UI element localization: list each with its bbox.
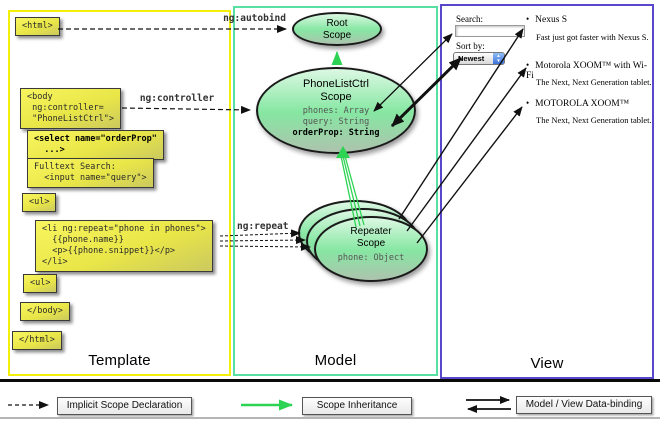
legend-implicit-scope-declaration: Implicit Scope Declaration	[57, 397, 192, 415]
phonelistctrl-scope-title: PhoneListCtrl Scope	[302, 78, 370, 103]
legend-separator-line	[0, 379, 660, 382]
ng-repeat-label: ng:repeat	[237, 221, 289, 232]
bullet-icon: •	[526, 60, 530, 70]
phone-name: Nexus S	[535, 15, 568, 25]
view-panel-label: View	[530, 355, 564, 372]
legend-scope-inheritance: Scope Inheritance	[302, 397, 412, 415]
code-box-ul-open: <ul>	[22, 193, 57, 213]
template-panel-label: Template	[88, 352, 151, 369]
phonelistctrl-scope-props: phones: Array query: String	[302, 105, 370, 127]
phone-name: MOTOROLA XOOM™	[535, 99, 630, 109]
phone-desc: The Next, Next Generation tablet.	[536, 77, 652, 87]
model-panel-label: Model	[314, 352, 357, 369]
code-box-select: <select name="orderProp" ...>	[27, 130, 164, 161]
sort-dropdown[interactable]: Newest ▲▼	[453, 52, 505, 65]
phonelistctrl-scope-orderprop: orderProp: String	[292, 127, 380, 138]
root-scope-ellipse: Root Scope	[292, 12, 382, 46]
sort-dropdown-value: Newest	[458, 54, 485, 63]
root-scope-title: Root Scope	[322, 18, 352, 41]
code-box-li-repeat: <li ng:repeat="phone in phones"> {{phone…	[35, 220, 213, 273]
phone-desc: Fast just got faster with Nexus S.	[536, 32, 649, 42]
code-box-fulltext-search: Fulltext Search: <input name="query">	[27, 158, 154, 189]
bullet-icon: •	[526, 14, 530, 24]
code-box-html-close: </html>	[12, 331, 62, 351]
repeater-scope-title: Repeater Scope	[350, 226, 392, 249]
ng-autobind-label: ng:autobind	[223, 13, 286, 24]
ng-controller-label: ng:controller	[139, 93, 215, 104]
legend-model-view-data-binding: Model / View Data-binding	[516, 396, 652, 414]
code-box-ul-close: <ul>	[23, 274, 58, 294]
search-label: Search:	[456, 14, 483, 24]
bottom-edge-line	[0, 417, 660, 419]
model-panel: Model	[233, 6, 438, 376]
repeater-scope-ellipse: Repeater Scope phone: Object	[314, 216, 428, 282]
search-input[interactable]	[455, 25, 525, 37]
view-panel: Search: Sort by: Newest ▲▼ • Nexus S Fast…	[440, 4, 654, 379]
phone-desc: The Next, Next Generation tablet.	[536, 115, 652, 125]
list-item: • MOTOROLA XOOM™	[526, 98, 629, 109]
sort-dropdown-stepper-icon: ▲▼	[493, 53, 504, 64]
repeater-scope-prop: phone: Object	[337, 252, 405, 263]
code-box-html-open: <html>	[15, 17, 60, 37]
bullet-icon: •	[526, 98, 530, 108]
phonelistctrl-scope-ellipse: PhoneListCtrl Scope phones: Array query:…	[256, 67, 416, 154]
list-item: • Nexus S	[526, 14, 567, 25]
code-box-body-close: </body>	[20, 302, 70, 322]
list-item: •Motorola XOOM™ with Wi-Fi	[526, 60, 652, 81]
code-box-body-open: <body ng:controller= "PhoneListCtrl">	[20, 88, 121, 130]
phone-name: Motorola XOOM™ with Wi-Fi	[526, 61, 648, 81]
sort-by-label: Sort by:	[456, 41, 485, 51]
